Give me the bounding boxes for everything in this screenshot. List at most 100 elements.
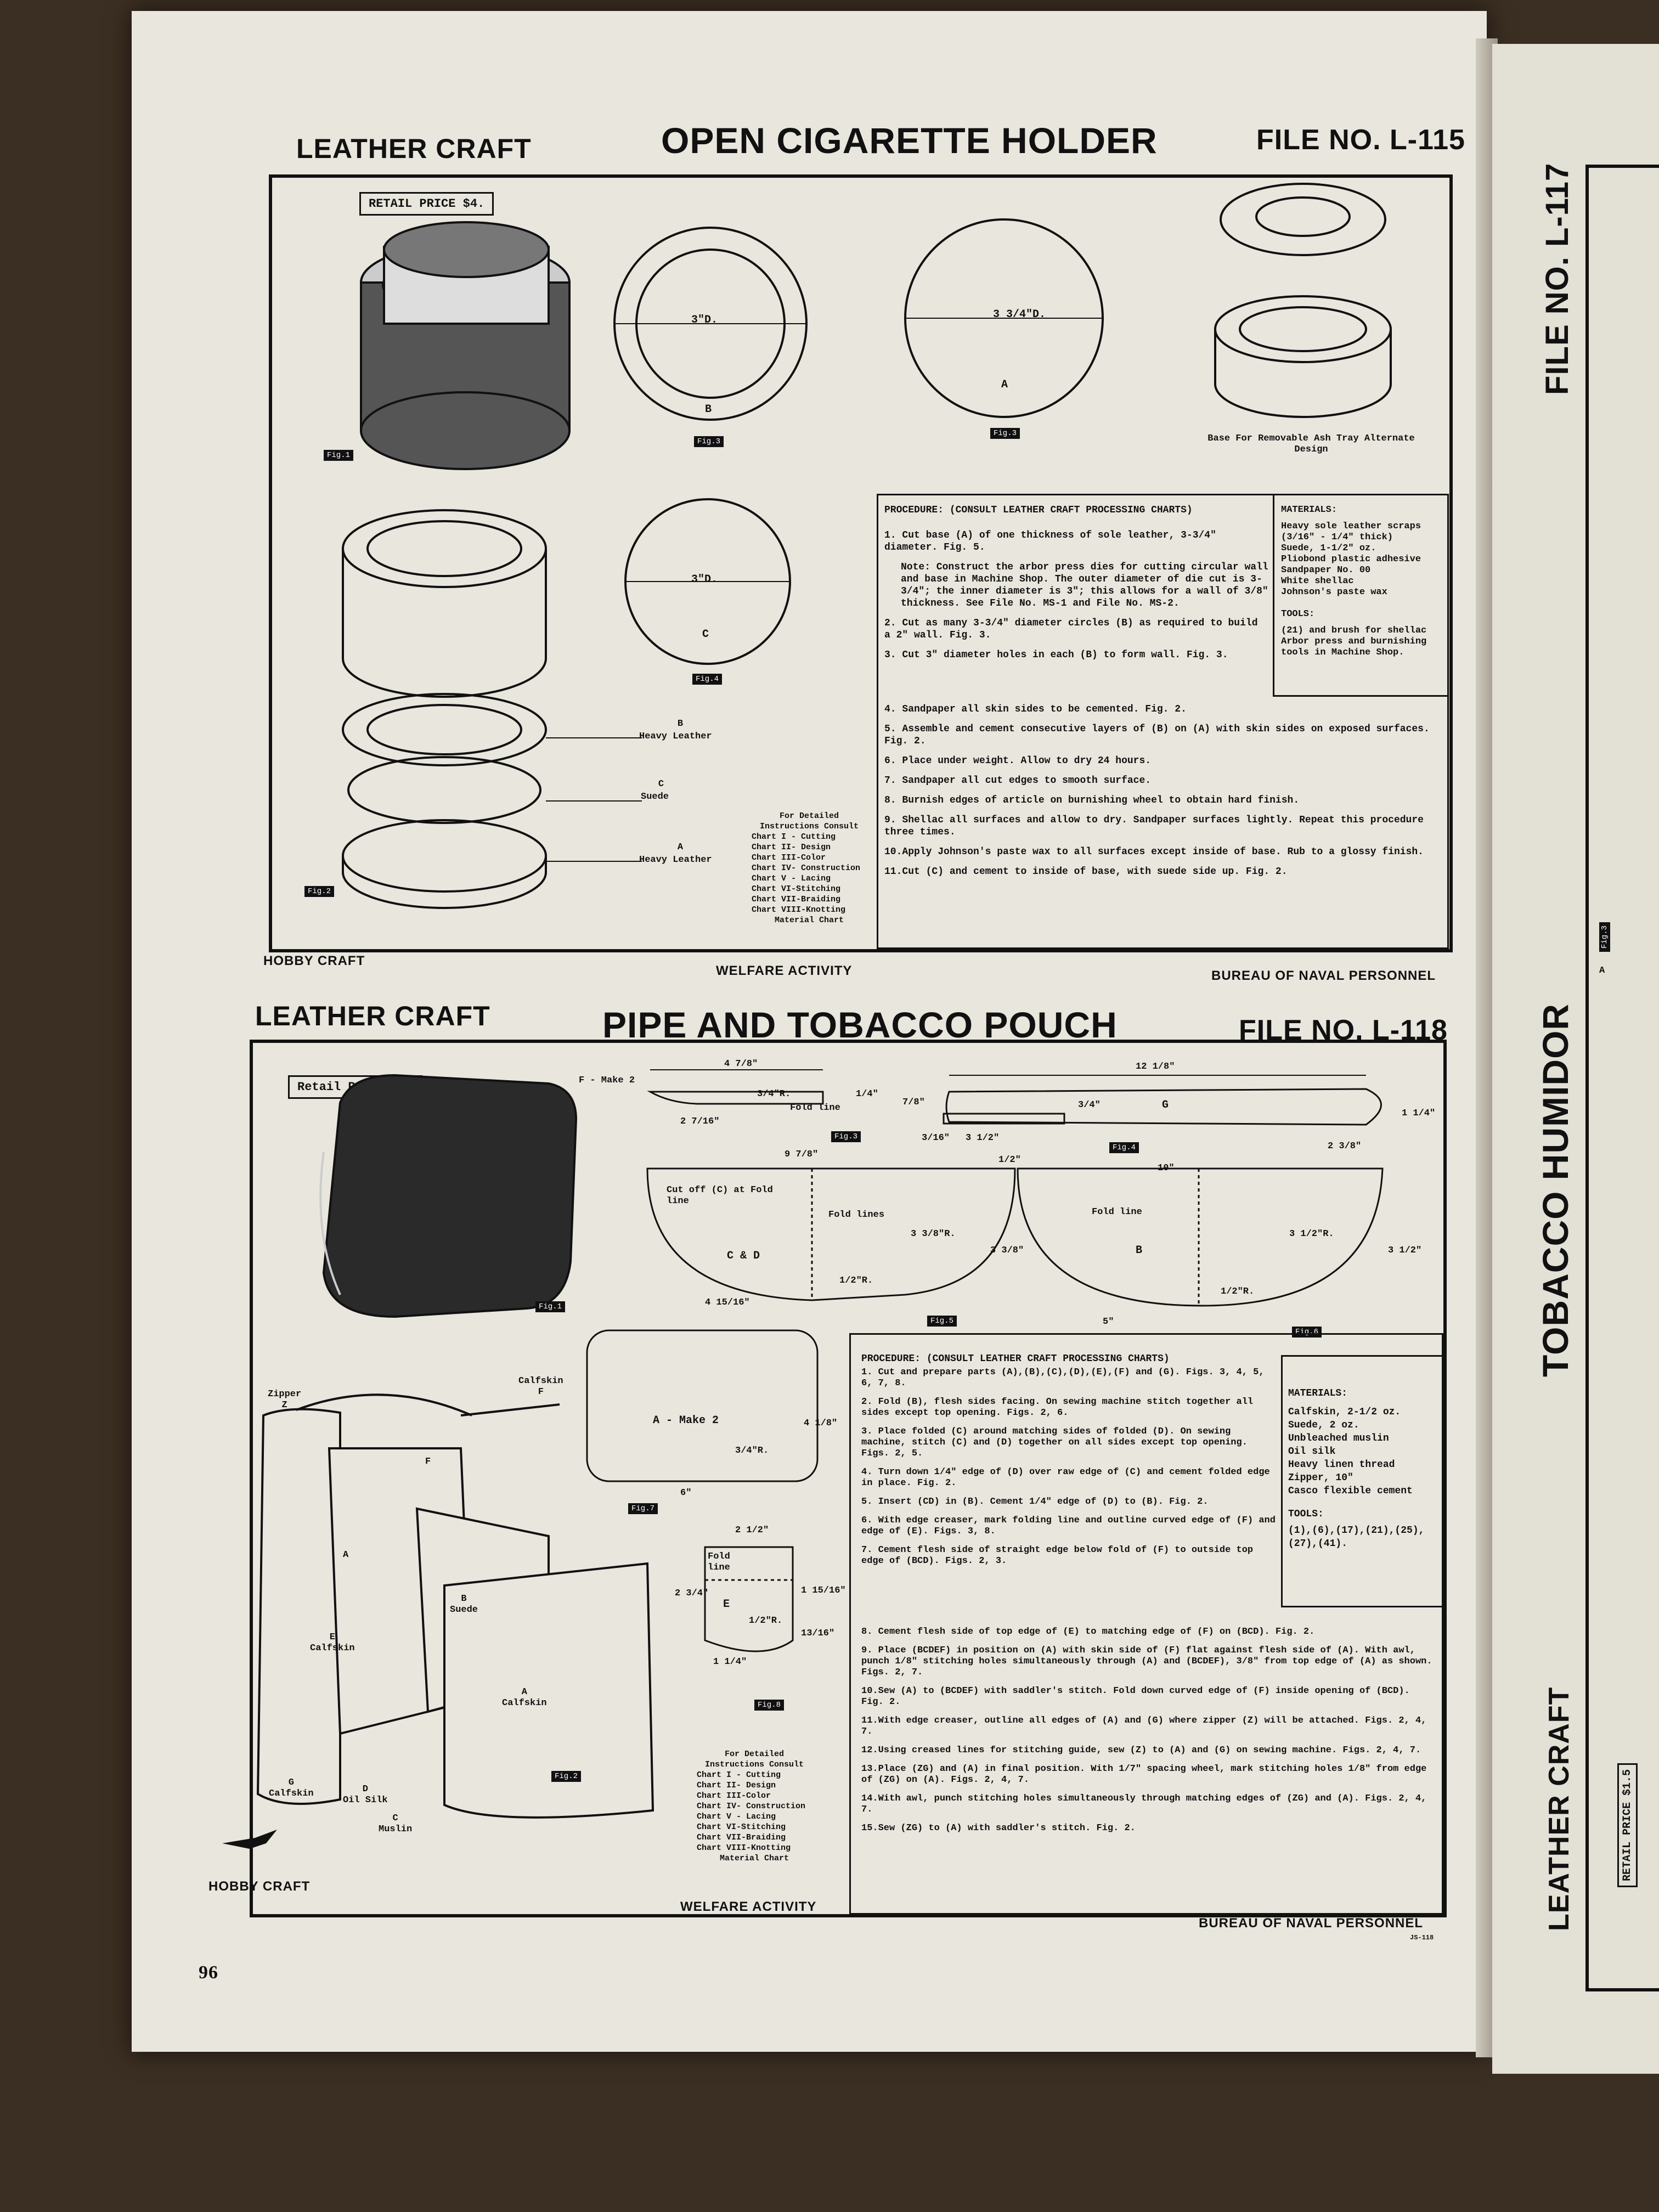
material-item: Pliobond plastic adhesive xyxy=(1281,554,1421,565)
pouch-illustration xyxy=(319,1074,578,1318)
dim-f-width: 4 7/8" xyxy=(724,1059,758,1069)
label-f: F xyxy=(425,1457,431,1467)
fig1-label: Fig.1 xyxy=(324,450,354,461)
dim-cd-top: 1/2" xyxy=(998,1155,1021,1165)
dim-g-length: 12 1/8" xyxy=(1136,1062,1175,1072)
dim-cd-bottom: 4 15/16" xyxy=(705,1297,750,1308)
ash-tray-drawing xyxy=(1214,183,1392,418)
dim-g-height: 7/8" xyxy=(902,1097,925,1108)
chart-item: Chart VII-Braiding xyxy=(752,895,841,904)
fig4-label: Fig.4 xyxy=(692,674,723,685)
sheet2-title: PIPE AND TOBACCO POUCH xyxy=(602,1005,1118,1045)
pattern-cd xyxy=(646,1167,1016,1301)
material-item: Johnson's paste wax xyxy=(1281,587,1387,597)
material-item: Calfskin, 2-1/2 oz. xyxy=(1288,1407,1401,1418)
sheet2-footer-right: BUREAU OF NAVAL PERSONNEL xyxy=(1199,1916,1424,1931)
circle-a-drawing xyxy=(904,218,1104,418)
material-item: White shellac xyxy=(1281,576,1354,586)
dim-a-radius: 3/4"R. xyxy=(735,1446,769,1456)
dim-e-radius: 1/2"R. xyxy=(749,1616,783,1626)
sheet1-left-header: LEATHER CRAFT xyxy=(296,133,532,164)
material-item: Heavy sole leather scraps (3/16" - 1/4" … xyxy=(1281,521,1421,543)
dim-b-width: 10" xyxy=(1158,1163,1175,1173)
fig2-label-pouch: Fig.2 xyxy=(551,1771,582,1782)
chart-item: Material Chart xyxy=(719,1854,789,1863)
pattern-a-label: A - Make 2 xyxy=(653,1414,719,1427)
dim-g-small: 3/16" xyxy=(922,1133,950,1143)
chart-item: For Detailed xyxy=(724,1750,785,1759)
procedure-step: 11.With edge creaser, outline all edges … xyxy=(861,1716,1427,1737)
part-a-label: A xyxy=(1001,379,1008,391)
chart-item: Chart VI-Stitching xyxy=(752,884,841,894)
layer-a-name: Heavy Leather xyxy=(639,855,712,865)
procedure-step: 15.Sew (ZG) to (A) with saddler's stitch… xyxy=(861,1823,1136,1833)
pattern-g xyxy=(943,1075,1382,1126)
dim-b-height: 3 1/2" xyxy=(1388,1245,1422,1256)
fig7-label-pouch: Fig.7 xyxy=(628,1503,658,1514)
label-b-suede: B Suede xyxy=(450,1594,478,1615)
chart-item: Chart III-Color xyxy=(752,853,826,862)
procedure-step: 4. Turn down 1/4" edge of (D) over raw e… xyxy=(861,1467,1270,1488)
pattern-b-fold-line: Fold line xyxy=(1092,1207,1142,1217)
pattern-e-label: E xyxy=(723,1598,730,1611)
material-item: Zipper, 10" xyxy=(1288,1472,1353,1483)
right-page-left-header: LEATHER CRAFT xyxy=(1543,1686,1575,1931)
fig4-label-pouch: Fig.4 xyxy=(1109,1142,1139,1153)
dim-e-a: 1 15/16" xyxy=(801,1585,846,1596)
procedure-step: 7. Sandpaper all cut edges to smooth sur… xyxy=(884,775,1152,786)
chart-item: Chart VII-Braiding xyxy=(697,1833,786,1842)
sheet2-chart-list: For Detailed Instructions Consult Chart … xyxy=(697,1749,812,1864)
fig5-label-pouch: Fig.5 xyxy=(927,1316,957,1327)
material-item: Casco flexible cement xyxy=(1288,1486,1413,1497)
procedure-note: Note: Construct the arbor press dies for… xyxy=(901,562,1268,609)
procedure-step: 8. Cement flesh side of top edge of (E) … xyxy=(861,1627,1315,1637)
sheet2-frame xyxy=(250,1040,1447,1917)
procedure-step: 7. Cement flesh side of straight edge be… xyxy=(861,1545,1254,1566)
chart-item: Chart VI-Stitching xyxy=(697,1822,786,1832)
chart-item: Chart VIII-Knotting xyxy=(697,1843,791,1853)
dim-a-label: 3 3/4"D. xyxy=(993,308,1046,321)
procedure-step: 4. Sandpaper all skin sides to be cement… xyxy=(884,704,1187,715)
sheet1-footer-right: BUREAU OF NAVAL PERSONNEL xyxy=(1211,968,1436,983)
fig3-label-pouch: Fig.3 xyxy=(831,1131,861,1142)
sheet1-procedure-box xyxy=(877,494,1449,949)
procedure-step: 10.Sew (A) to (BCDEF) with saddler's sti… xyxy=(861,1686,1410,1707)
sheet2-procedure-title: PROCEDURE: (CONSULT LEATHER CRAFT PROCES… xyxy=(861,1353,1170,1364)
tools-title: TOOLS: xyxy=(1288,1509,1324,1520)
sheet2-materials: MATERIALS: Calfskin, 2-1/2 oz. Suede, 2 … xyxy=(1288,1387,1439,1550)
procedure-step: 9. Shellac all surfaces and allow to dry… xyxy=(884,815,1424,838)
procedure-step: 10.Apply Johnson's paste wax to all surf… xyxy=(884,847,1424,857)
dim-b-small-radius: 1/2"R. xyxy=(1221,1286,1255,1297)
label-calfskin-f: Calfskin F xyxy=(518,1376,563,1397)
fig3-label-a: Fig.3 xyxy=(990,428,1020,439)
dim-g-end: 1 1/4" xyxy=(1402,1108,1436,1119)
procedure-step: 3. Cut 3" diameter holes in each (B) to … xyxy=(884,650,1228,661)
dim-cd-height: 3 3/8" xyxy=(990,1245,1024,1256)
procedure-step: 14.With awl, punch stitching holes simul… xyxy=(861,1793,1427,1815)
right-page-frame xyxy=(1585,165,1659,1991)
layer-a-letter: A xyxy=(677,842,684,853)
right-page-part-a: A xyxy=(1599,966,1605,976)
cigarette-holder-illustration xyxy=(360,221,571,470)
dim-f-height: 1/4" xyxy=(856,1089,878,1099)
sheet2-left-header: LEATHER CRAFT xyxy=(255,1001,490,1031)
pattern-b xyxy=(1017,1167,1384,1307)
sheet2-footer-center: WELFARE ACTIVITY xyxy=(680,1899,817,1914)
pattern-f-fold-line: Fold line xyxy=(790,1103,840,1113)
material-item: Suede, 2 oz. xyxy=(1288,1420,1359,1431)
sheet1-frame xyxy=(269,174,1453,952)
sheet2-procedure-box xyxy=(849,1333,1443,1915)
label-zipper: Zipper Z xyxy=(268,1389,302,1410)
sheet1-chart-list: For Detailed Instructions Consult Chart … xyxy=(752,811,867,926)
chart-item: For Detailed xyxy=(779,811,839,821)
dim-c-label: 3"D. xyxy=(691,573,718,586)
procedure-step: 6. Place under weight. Allow to dry 24 h… xyxy=(884,755,1152,766)
page-number: 96 xyxy=(199,1962,218,1983)
chart-item: Instructions Consult xyxy=(759,822,859,831)
part-c-label: C xyxy=(702,628,709,641)
procedure-step: 5. Assemble and cement consecutive layer… xyxy=(884,724,1430,747)
chart-item: Chart VIII-Knotting xyxy=(752,905,846,915)
tools-text: (1),(6),(17),(21),(25), (27),(41). xyxy=(1288,1525,1425,1549)
chart-item: Chart V - Lacing xyxy=(752,874,831,883)
label-g-calfskin: G Calfskin xyxy=(269,1778,314,1799)
